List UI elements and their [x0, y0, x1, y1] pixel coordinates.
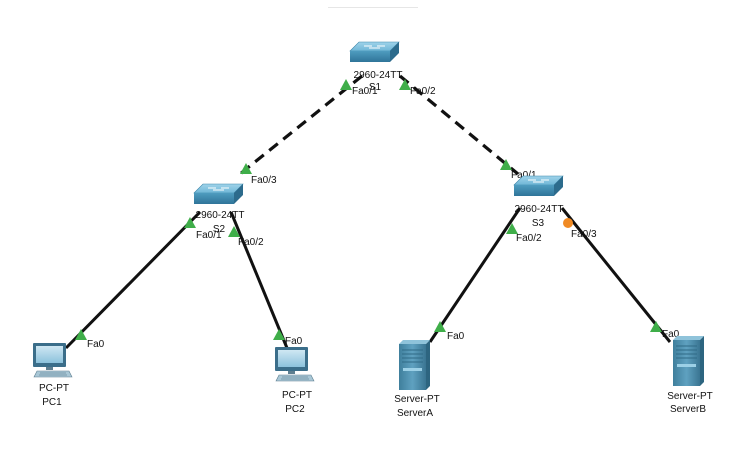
- device-model-label: 2960-24TT: [515, 204, 564, 215]
- port-label-pc2-fa0: Fa0: [285, 336, 303, 347]
- port-label-s1-fa0-1: Fa0/1: [352, 86, 378, 97]
- port-labels: Fa0/1 Fa0/2 Fa0/3 Fa0/1 Fa0/1 Fa0/2 Fa0/…: [87, 86, 680, 350]
- port-up-icon: [240, 163, 252, 174]
- pc-icon: [33, 343, 73, 378]
- device-name-label: ServerB: [670, 404, 706, 415]
- device-model-label: PC-PT: [282, 390, 312, 401]
- port-label-s3-fa0-3: Fa0/3: [571, 229, 597, 240]
- device-model-label: Server-PT: [667, 391, 713, 402]
- device-name-label: PC1: [42, 397, 62, 408]
- port-label-s1-fa0-2: Fa0/2: [410, 86, 436, 97]
- switch-icon: [349, 41, 400, 62]
- port-label-pc1-fa0: Fa0: [87, 339, 105, 350]
- link-s1-s2[interactable]: [238, 74, 364, 176]
- top-divider: [328, 7, 418, 8]
- port-blocking-icon: [563, 218, 573, 228]
- device-name-label: ServerA: [397, 408, 433, 419]
- port-label-servera-fa0: Fa0: [447, 331, 465, 342]
- device-name-label: S3: [532, 218, 545, 229]
- switch-icon: [193, 183, 244, 204]
- server-servera[interactable]: Server-PT ServerA: [394, 340, 440, 419]
- port-up-icon: [434, 321, 446, 332]
- link-s2-pc1[interactable]: [64, 210, 202, 350]
- switch-s1[interactable]: 2960-24TT S1: [349, 41, 403, 93]
- pc-icon: [275, 347, 315, 382]
- device-name-label: S2: [213, 224, 226, 235]
- device-model-label: 2960-24TT: [354, 70, 403, 81]
- port-label-s2-fa0-2: Fa0/2: [238, 237, 264, 248]
- port-indicators: [75, 79, 662, 340]
- device-model-label: Server-PT: [394, 394, 440, 405]
- device-model-label: 2960-24TT: [196, 210, 245, 221]
- port-label-serverb-fa0: Fa0: [662, 329, 680, 340]
- pc-pc2[interactable]: PC-PT PC2: [275, 347, 315, 415]
- device-name-label: PC2: [285, 404, 305, 415]
- port-label-s3-fa0-1: Fa0/1: [511, 170, 537, 181]
- link-s3-servera[interactable]: [428, 207, 522, 343]
- port-up-icon: [650, 321, 662, 332]
- device-model-label: PC-PT: [39, 383, 69, 394]
- link-s1-s3[interactable]: [398, 74, 520, 176]
- server-icon: [399, 340, 430, 390]
- port-up-icon: [184, 217, 196, 228]
- links: [64, 74, 672, 350]
- port-label-s2-fa0-3: Fa0/3: [251, 175, 277, 186]
- pc-pc1[interactable]: PC-PT PC1: [33, 343, 73, 408]
- port-up-icon: [273, 329, 285, 340]
- port-up-icon: [399, 79, 411, 90]
- port-label-s2-fa0-1: Fa0/1: [196, 230, 222, 241]
- port-up-icon: [506, 223, 518, 234]
- server-serverb[interactable]: Server-PT ServerB: [667, 336, 713, 415]
- switch-s2[interactable]: 2960-24TT S2: [193, 183, 245, 235]
- port-label-s3-fa0-2: Fa0/2: [516, 233, 542, 244]
- link-s2-pc2[interactable]: [229, 211, 289, 349]
- port-up-icon: [500, 159, 512, 170]
- port-up-icon: [228, 226, 240, 237]
- device-name-label: S1: [369, 82, 382, 93]
- server-icon: [673, 336, 704, 386]
- switch-s3[interactable]: 2960-24TT S3: [513, 175, 564, 229]
- switch-icon: [513, 175, 564, 196]
- port-up-icon: [340, 79, 352, 90]
- port-up-icon: [75, 329, 87, 340]
- link-s3-serverb[interactable]: [560, 207, 672, 343]
